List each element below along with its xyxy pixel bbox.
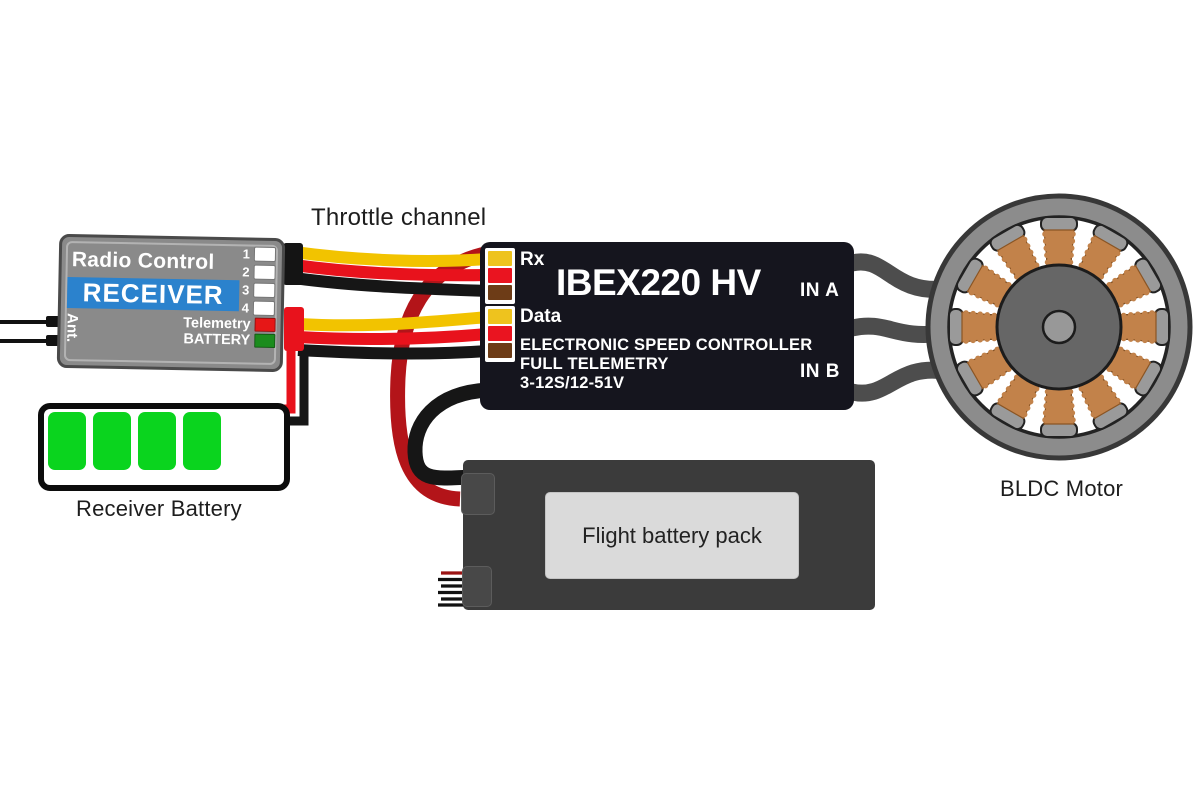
flight-battery-power-tab (461, 473, 495, 515)
esc-desc-1: ELECTRONIC SPEED CONTROLLER (520, 336, 813, 354)
channel-4-port (252, 300, 276, 316)
data-pin-negative (488, 343, 512, 358)
phase-wire-a (850, 253, 945, 298)
telemetry-wire-red (297, 328, 489, 346)
throttle-wire-yellow (293, 246, 489, 267)
esc-desc-2: FULL TELEMETRY (520, 355, 669, 373)
rx-pin-positive (488, 268, 512, 283)
channel-1-label: 1 (242, 246, 251, 262)
receiver-battery (38, 403, 290, 491)
throttle-wire-red (293, 259, 489, 282)
esc-data-label: Data (520, 306, 562, 327)
data-pin-signal (488, 309, 512, 324)
flight-battery: Flight battery pack (461, 460, 875, 610)
antenna-wire-2 (0, 339, 58, 343)
channel-3-port (253, 282, 276, 298)
channel-2-label: 2 (242, 264, 250, 280)
battery-cell (138, 412, 176, 470)
battery-cell (48, 412, 86, 470)
esc-data-connector (485, 306, 515, 362)
balance-leads (438, 571, 466, 607)
esc-in-b: IN B (800, 361, 840, 382)
esc-rx-label: Rx (520, 249, 545, 270)
receiver-battery-label: Receiver Battery (76, 496, 242, 521)
receiver-title: RECEIVER (66, 277, 240, 312)
telemetry-wire-black (297, 344, 489, 360)
esc: Rx Data IBEX220 HV IN A IN B ELECTRONIC … (480, 242, 854, 410)
channel-4-label: 4 (241, 300, 250, 316)
flight-battery-balance-tab (462, 566, 492, 607)
rx-pin-signal (488, 251, 512, 266)
motor-shaft (1041, 309, 1077, 345)
throttle-plug (283, 243, 303, 285)
rx-pin-negative (488, 285, 512, 300)
esc-in-a: IN A (800, 280, 840, 301)
throttle-wire-black (293, 272, 489, 297)
telemetry-wire-yellow (297, 311, 489, 332)
telemetry-label: Telemetry (183, 315, 251, 333)
telemetry-plug (284, 307, 304, 351)
throttle-channel-label: Throttle channel (311, 204, 487, 231)
esc-rx-connector (485, 248, 515, 304)
channel-2-port (253, 264, 276, 281)
channel-1-port (253, 246, 277, 263)
battery-cell (183, 412, 221, 470)
flight-battery-label: Flight battery pack (545, 492, 799, 579)
telemetry-port (254, 317, 276, 333)
battery-port (254, 333, 276, 349)
antenna-label: Ant. (63, 312, 81, 343)
esc-desc-3: 3-12S/12-51V (520, 374, 625, 392)
antenna-wire-1 (0, 320, 58, 324)
radio-receiver: Radio Control RECEIVER Ant. 1 2 3 4 Tele… (56, 233, 286, 373)
esc-model: IBEX220 HV (556, 262, 761, 303)
battery-cell (93, 412, 131, 470)
receiver-brand: Radio Control (71, 248, 215, 274)
battery-label: BATTERY (183, 331, 251, 349)
bldc-motor-graphic (925, 193, 1193, 461)
channel-3-label: 3 (241, 282, 250, 298)
bldc-motor-label: BLDC Motor (1000, 476, 1124, 501)
data-pin-positive (488, 326, 512, 341)
phase-wire-c (850, 361, 946, 402)
power-wire-black (407, 382, 489, 486)
